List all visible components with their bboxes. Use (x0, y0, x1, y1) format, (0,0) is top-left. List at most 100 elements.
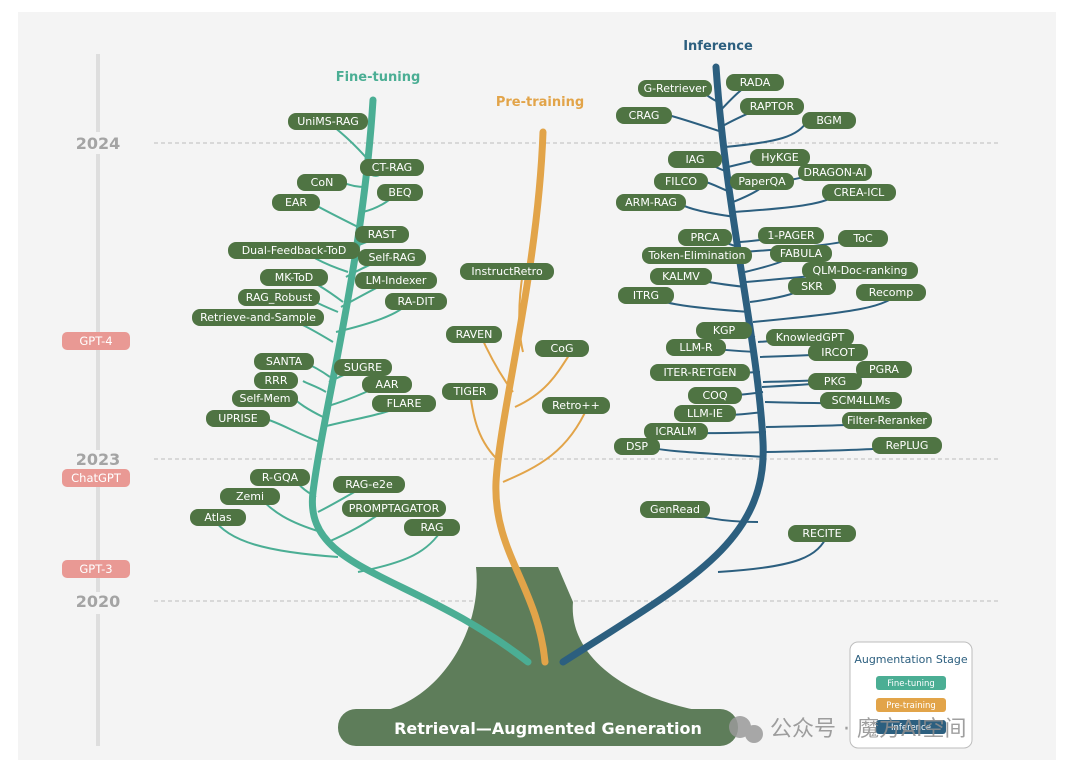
method-label: PKG (824, 375, 846, 388)
method-node: FABULA (770, 245, 832, 262)
method-label: Zemi (236, 490, 264, 503)
method-node: COQ (688, 387, 742, 404)
method-label: BGM (816, 114, 841, 127)
method-label: ToC (852, 232, 873, 245)
method-node: UniMS-RAG (288, 113, 368, 130)
method-node: PaperQA (730, 173, 794, 190)
method-label: Dual-Feedback-ToD (242, 244, 347, 257)
method-label: TIGER (452, 385, 486, 398)
legend-swatch-fine-tuning (876, 676, 946, 690)
method-label: PGRA (869, 363, 899, 376)
method-node: BEQ (377, 184, 423, 201)
method-node: Self-RAG (358, 249, 426, 266)
method-label: KnowledGPT (776, 331, 845, 344)
method-label: CRAG (629, 109, 660, 122)
method-node: RAG_Robust (238, 289, 320, 306)
method-node: InstructRetro (460, 263, 554, 280)
watermark: 公众号 · 魔方AI空间 (729, 716, 967, 743)
method-node: RADA (726, 74, 784, 91)
method-node: Self-Mem (232, 390, 298, 407)
method-label: ITER-RETGEN (663, 366, 736, 379)
fine-tuning-title: Fine-tuning (336, 70, 421, 85)
legend-title: Augmentation Stage (854, 653, 968, 666)
method-node: ITRG (618, 287, 674, 304)
legend-label: Pre-training (886, 701, 936, 711)
method-label: SCM4LLMs (832, 394, 891, 407)
method-node: RAST (355, 226, 409, 243)
method-node: LLM-R (666, 339, 726, 356)
method-node: BGM (802, 112, 856, 129)
method-label: EAR (285, 196, 307, 209)
method-node: LLM-IE (674, 405, 736, 422)
method-label: FABULA (780, 247, 823, 260)
legend-label: Inference (891, 723, 931, 733)
method-node: RAVEN (446, 326, 502, 343)
method-label: PRCA (691, 231, 720, 244)
method-node: Filter-Reranker (842, 412, 932, 429)
method-label: Self-Mem (239, 392, 290, 405)
year-label: 2024 (76, 134, 121, 153)
pretraining-trunk (492, 128, 549, 666)
year-label: 2020 (76, 592, 121, 611)
method-node: UPRISE (206, 410, 270, 427)
method-label: RAVEN (456, 328, 493, 341)
method-node: PRCA (678, 229, 732, 246)
method-node: RePLUG (872, 437, 942, 454)
method-node: RA-DIT (385, 293, 447, 310)
method-node: Retrieve-and-Sample (192, 309, 324, 326)
pretraining-nodes: InstructRetro RAVEN CoG TIGER Retro++ (442, 263, 610, 414)
method-label: ARM-RAG (625, 196, 677, 209)
method-node: QLM-Doc-ranking (802, 262, 918, 279)
method-label: DRAGON-AI (804, 166, 867, 179)
root-base (338, 709, 738, 746)
inference-title: Inference (683, 39, 753, 54)
method-node: Atlas (190, 509, 246, 526)
method-label: RRR (265, 374, 288, 387)
method-label: ITRG (633, 289, 659, 302)
method-label: CREA-ICL (834, 186, 885, 199)
milestone-label: GPT-3 (79, 562, 112, 576)
method-label: R-GQA (262, 471, 299, 484)
method-label: G-Retriever (644, 82, 707, 95)
legend-swatch-inference (876, 720, 946, 734)
method-node: MK-ToD (260, 269, 328, 286)
method-node: PROMPTAGATOR (342, 500, 446, 517)
method-label: RAG-e2e (345, 478, 393, 491)
method-label: Recomp (869, 286, 913, 299)
method-label: Filter-Reranker (847, 414, 927, 427)
method-label: PROMPTAGATOR (349, 502, 440, 515)
milestone-badge (62, 469, 130, 487)
method-node: 1-PAGER (758, 227, 824, 244)
method-node: SUGRE (334, 359, 392, 376)
method-label: MK-ToD (275, 271, 314, 284)
legend-swatch-pretraining (876, 698, 946, 712)
method-node: EAR (272, 194, 320, 211)
method-node: LM-Indexer (355, 272, 437, 289)
method-node: ITER-RETGEN (650, 364, 750, 381)
method-node: R-GQA (250, 469, 310, 486)
method-label: RAST (368, 228, 397, 241)
method-node: CRAG (616, 107, 672, 124)
method-label: UPRISE (218, 412, 258, 425)
method-node: RAG (404, 519, 460, 536)
method-label: CoG (551, 342, 574, 355)
method-label: LLM-IE (687, 407, 723, 420)
method-label: GenRead (650, 503, 700, 516)
method-label: Token-Elimination (648, 249, 746, 262)
method-node: RAPTOR (740, 98, 804, 115)
pretraining-title: Pre-training (496, 95, 584, 110)
method-label: SUGRE (344, 361, 382, 374)
method-node: CoG (535, 340, 589, 357)
method-label: RePLUG (886, 439, 929, 452)
method-node: Zemi (220, 488, 280, 505)
method-node: CREA-ICL (822, 184, 896, 201)
method-label: Retro++ (552, 399, 600, 412)
method-label: SANTA (266, 355, 303, 368)
method-label: ICRALM (655, 425, 696, 438)
method-label: LLM-R (679, 341, 713, 354)
method-node: ARM-RAG (616, 194, 686, 211)
pretraining-branches (469, 271, 589, 483)
method-node: SCM4LLMs (820, 392, 902, 409)
root: Retrieval—Augmented Generation (338, 567, 738, 746)
method-label: LM-Indexer (366, 274, 427, 287)
